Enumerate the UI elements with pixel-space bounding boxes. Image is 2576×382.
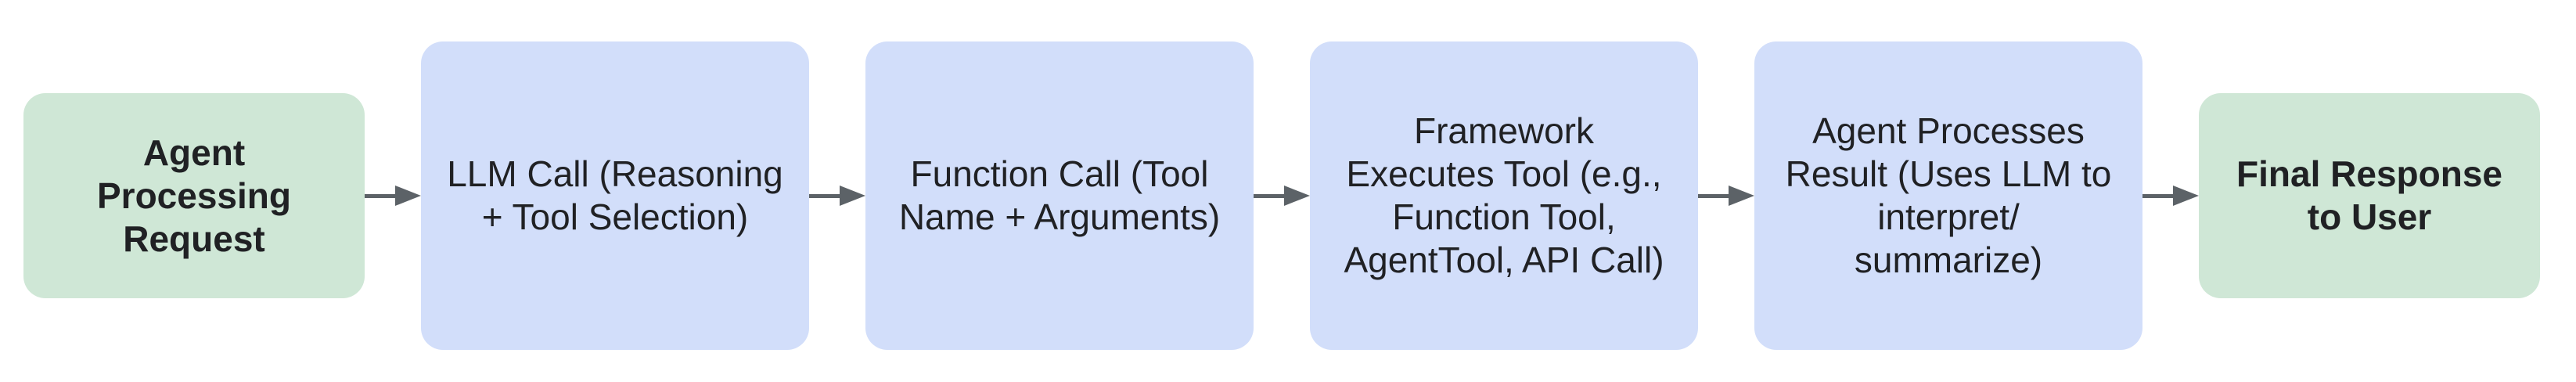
flow-arrow bbox=[365, 186, 421, 206]
arrow-line bbox=[1254, 193, 1284, 198]
arrow-line bbox=[2142, 193, 2173, 198]
node-final-response-to-user: Final Response to User bbox=[2199, 93, 2540, 298]
arrow-line bbox=[365, 193, 395, 198]
flow-arrow bbox=[1698, 186, 1754, 206]
arrow-head-icon bbox=[840, 186, 865, 206]
node-framework-executes-tool: Framework Executes Tool (e.g., Function … bbox=[1310, 41, 1698, 350]
flow-arrow bbox=[2142, 186, 2199, 206]
flow-arrow bbox=[1254, 186, 1310, 206]
arrow-head-icon bbox=[1729, 186, 1754, 206]
node-agent-processing-request: Agent Processing Request bbox=[23, 93, 365, 298]
flow-arrow bbox=[809, 186, 865, 206]
arrow-line bbox=[1698, 193, 1729, 198]
arrow-head-icon bbox=[395, 186, 421, 206]
node-llm-call: LLM Call (Reasoning + Tool Selection) bbox=[421, 41, 809, 350]
node-agent-processes-result: Agent Processes Result (Uses LLM to inte… bbox=[1754, 41, 2142, 350]
arrow-head-icon bbox=[2173, 186, 2199, 206]
arrow-line bbox=[809, 193, 840, 198]
arrow-head-icon bbox=[1284, 186, 1310, 206]
node-function-call: Function Call (Tool Name + Arguments) bbox=[865, 41, 1254, 350]
